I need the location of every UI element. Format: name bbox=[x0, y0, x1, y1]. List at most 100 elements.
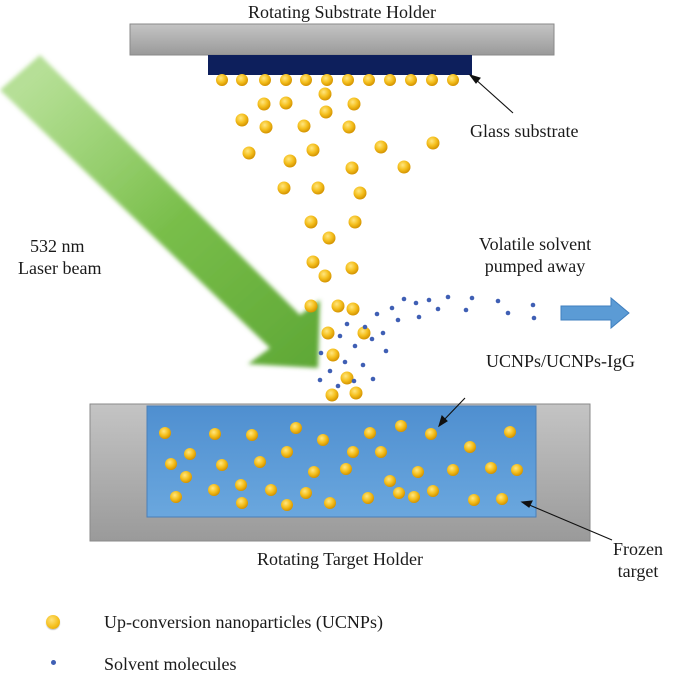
nanoparticle bbox=[511, 464, 523, 476]
nanoparticle bbox=[280, 74, 292, 86]
laser-label-line2: Laser beam bbox=[18, 258, 102, 278]
frozen-label-line2: target bbox=[617, 561, 659, 581]
substrate-holder-label: Rotating Substrate Holder bbox=[248, 2, 436, 22]
nanoparticle bbox=[340, 463, 352, 475]
solvent-molecule bbox=[426, 297, 432, 303]
volatile-label-line1: Volatile solvent bbox=[478, 234, 592, 254]
solvent-legend-icon bbox=[51, 660, 56, 665]
nanoparticle bbox=[322, 231, 336, 245]
nanoparticle bbox=[281, 499, 293, 511]
solvent-molecule bbox=[352, 343, 358, 349]
nanoparticle bbox=[485, 462, 497, 474]
solvent-molecule bbox=[435, 306, 441, 312]
nanoparticle-legend-icon bbox=[46, 615, 60, 629]
solvent-molecule bbox=[362, 324, 368, 330]
nanoparticle bbox=[304, 215, 318, 229]
solvent-molecule bbox=[413, 300, 419, 306]
nanoparticle bbox=[319, 105, 333, 119]
solvent-molecule bbox=[317, 377, 323, 383]
particles-label: UCNPs/UCNPs-IgG bbox=[486, 351, 636, 371]
nanoparticle bbox=[318, 87, 332, 101]
nanoparticle bbox=[504, 426, 516, 438]
nanoparticle bbox=[318, 269, 332, 283]
target-holder-label: Rotating Target Holder bbox=[256, 549, 424, 569]
nanoparticle bbox=[326, 348, 340, 362]
solvent-molecule bbox=[495, 298, 501, 304]
nanoparticle bbox=[290, 422, 302, 434]
laser-label: 532 nm Laser beam bbox=[18, 235, 101, 279]
nanoparticle bbox=[342, 120, 356, 134]
nanoparticle bbox=[496, 493, 508, 505]
solvent-molecule bbox=[337, 333, 343, 339]
volatile-label: Volatile solvent pumped away bbox=[455, 233, 615, 277]
nanoparticle bbox=[324, 497, 336, 509]
nanoparticle bbox=[170, 491, 182, 503]
solvent-molecule bbox=[318, 350, 324, 356]
nanoparticle bbox=[426, 136, 440, 150]
nanoparticle bbox=[209, 428, 221, 440]
nanoparticle bbox=[447, 74, 459, 86]
pump-arrow-icon bbox=[560, 296, 630, 330]
nanoparticle bbox=[340, 371, 354, 385]
glass-substrate bbox=[208, 55, 472, 75]
frozen-label-line1: Frozen bbox=[613, 539, 663, 559]
nanoparticle bbox=[427, 485, 439, 497]
nanoparticle bbox=[216, 74, 228, 86]
laser-label-line1: 532 nm bbox=[30, 236, 85, 256]
solvent-molecule bbox=[463, 307, 469, 313]
solvent-molecule bbox=[360, 362, 366, 368]
nanoparticle bbox=[257, 97, 271, 111]
nanoparticle bbox=[363, 74, 375, 86]
solvent-molecule bbox=[531, 315, 537, 321]
nanoparticle bbox=[159, 427, 171, 439]
solvent-molecule bbox=[335, 383, 341, 389]
solvent-molecule bbox=[374, 311, 380, 317]
nanoparticle bbox=[311, 181, 325, 195]
solvent-molecule bbox=[370, 376, 376, 382]
nanoparticle bbox=[236, 497, 248, 509]
solvent-molecule bbox=[383, 348, 389, 354]
legend-nanoparticle-label: Up-conversion nanoparticles (UCNPs) bbox=[104, 612, 383, 632]
substrate-holder bbox=[129, 23, 555, 56]
nanoparticle bbox=[281, 446, 293, 458]
pointer-lines bbox=[438, 73, 613, 541]
solvent-molecule bbox=[344, 321, 350, 327]
nanoparticle bbox=[364, 427, 376, 439]
nanoparticle bbox=[317, 434, 329, 446]
nanoparticle bbox=[405, 74, 417, 86]
solvent-molecule bbox=[351, 378, 357, 384]
nanoparticle bbox=[345, 261, 359, 275]
solvent-molecule bbox=[416, 314, 422, 320]
nanoparticle bbox=[353, 186, 367, 200]
solvent-layer bbox=[317, 294, 537, 389]
nanoparticle bbox=[342, 74, 354, 86]
nanoparticle bbox=[259, 120, 273, 134]
solvent-molecule bbox=[342, 359, 348, 365]
nanoparticle bbox=[242, 146, 256, 160]
nanoparticle-layer bbox=[159, 74, 523, 511]
nanoparticle bbox=[236, 74, 248, 86]
nanoparticle bbox=[235, 479, 247, 491]
nanoparticle bbox=[331, 299, 345, 313]
volatile-label-line2: pumped away bbox=[484, 256, 586, 276]
nanoparticle bbox=[347, 446, 359, 458]
nanoparticle bbox=[304, 299, 318, 313]
nanoparticle bbox=[184, 448, 196, 460]
laser-beam bbox=[0, 55, 320, 368]
nanoparticle bbox=[306, 143, 320, 157]
nanoparticle bbox=[362, 492, 374, 504]
nanoparticle bbox=[308, 466, 320, 478]
nanoparticle bbox=[235, 113, 249, 127]
nanoparticle bbox=[408, 491, 420, 503]
nanoparticle bbox=[321, 74, 333, 86]
solvent-molecule bbox=[380, 330, 386, 336]
nanoparticle bbox=[265, 484, 277, 496]
nanoparticle bbox=[246, 429, 258, 441]
solvent-molecule bbox=[469, 295, 475, 301]
nanoparticle bbox=[347, 97, 361, 111]
nanoparticle bbox=[397, 160, 411, 174]
nanoparticle bbox=[357, 326, 371, 340]
nanoparticle bbox=[384, 475, 396, 487]
legend-solvent-label: Solvent molecules bbox=[104, 654, 237, 674]
